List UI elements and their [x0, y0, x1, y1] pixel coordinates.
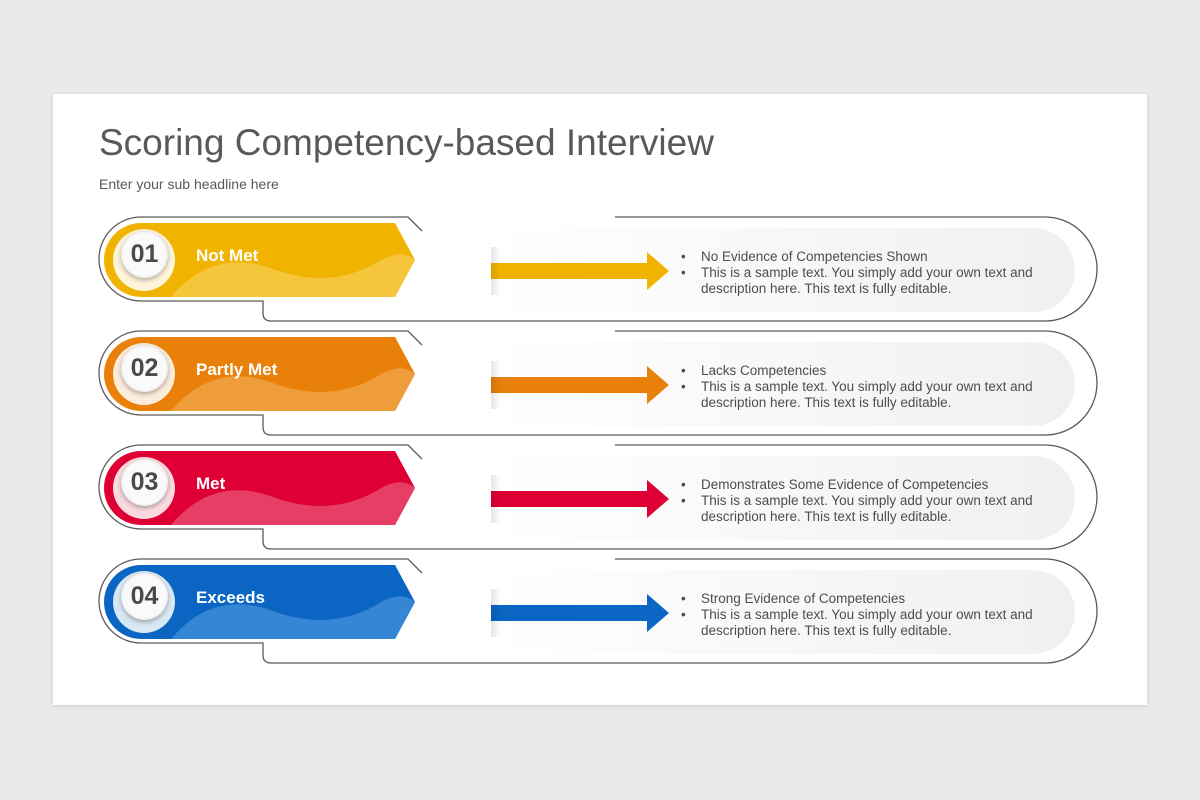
level-arrow [491, 475, 671, 523]
tab-wave [171, 368, 415, 411]
tab-wave [171, 482, 415, 525]
level-number: 03 [121, 459, 168, 506]
level-description: Strong Evidence of Competencies This is … [681, 591, 1051, 639]
level-row: 04 Exceeds Strong Evidence of Competenci… [53, 558, 1147, 669]
page-title: Scoring Competency-based Interview [99, 122, 714, 163]
level-number: 02 [121, 345, 168, 392]
level-label: Exceeds [196, 588, 265, 607]
level-row: 02 Partly Met Lacks Competencies This is… [53, 330, 1147, 441]
description-point: Lacks Competencies [681, 363, 1051, 379]
level-number: 01 [121, 231, 168, 278]
level-number: 04 [121, 573, 168, 620]
description-point: Demonstrates Some Evidence of Competenci… [681, 477, 1051, 493]
arrow-shape [491, 252, 669, 290]
arrow-shape [491, 480, 669, 518]
description-point: No Evidence of Competencies Shown [681, 249, 1051, 265]
level-description: Lacks Competencies This is a sample text… [681, 363, 1051, 411]
tab-wave [171, 254, 415, 297]
outline-frame [98, 558, 1098, 664]
level-row: 01 Not Met No Evidence of Competencies S… [53, 216, 1147, 327]
level-label: Not Met [196, 246, 259, 265]
description-point: This is a sample text. You simply add yo… [681, 607, 1051, 639]
description-point: This is a sample text. You simply add yo… [681, 493, 1051, 525]
page-subtitle: Enter your sub headline here [99, 176, 279, 192]
level-label: Met [196, 474, 226, 493]
level-description: Demonstrates Some Evidence of Competenci… [681, 477, 1051, 525]
level-row: 03 Met Demonstrates Some Evidence of Com… [53, 444, 1147, 555]
description-point: This is a sample text. You simply add yo… [681, 379, 1051, 411]
outline-frame [98, 330, 1098, 436]
level-arrow [491, 361, 671, 409]
description-point: This is a sample text. You simply add yo… [681, 265, 1051, 297]
arrow-shape [491, 594, 669, 632]
level-label: Partly Met [196, 360, 278, 379]
outline-frame [98, 216, 1098, 322]
level-arrow [491, 247, 671, 295]
arrow-shape [491, 366, 669, 404]
tab-wave [171, 596, 415, 639]
level-description: No Evidence of Competencies Shown This i… [681, 249, 1051, 297]
level-arrow [491, 589, 671, 637]
description-point: Strong Evidence of Competencies [681, 591, 1051, 607]
outline-frame [98, 444, 1098, 550]
slide: Scoring Competency-based Interview Enter… [53, 94, 1147, 705]
